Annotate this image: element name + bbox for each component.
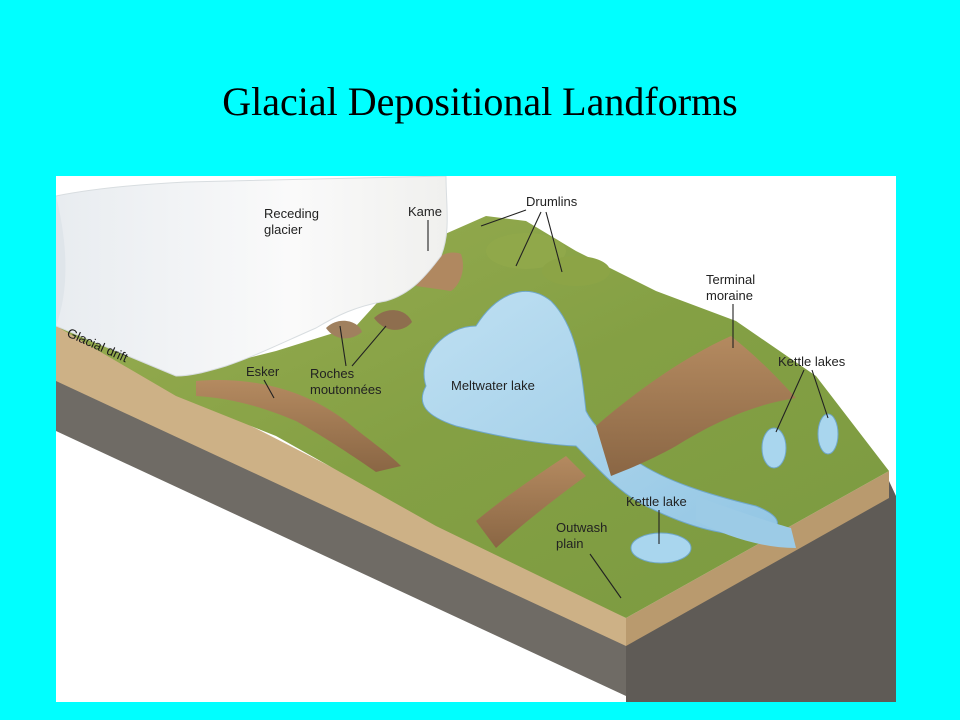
drumlin-a xyxy=(486,233,566,269)
landform-diagram: Receding glacier Kame Drumlins Terminal … xyxy=(56,176,896,702)
leader-esker xyxy=(263,379,275,399)
kettle-lake-right xyxy=(817,413,839,455)
label-terminal-moraine-1: Terminal xyxy=(706,272,755,287)
bedrock-front-left xyxy=(56,371,626,696)
label-outwash-plain-2: plain xyxy=(556,536,583,551)
terminal-moraine-right xyxy=(596,336,796,476)
label-drumlins: Drumlins xyxy=(526,194,578,209)
leader-kettle-lakes-a xyxy=(775,369,805,433)
drift-layer-right xyxy=(626,471,889,646)
leader-kettle-lakes-b xyxy=(811,369,829,419)
label-kame: Kame xyxy=(408,204,442,219)
label-kettle-lake: Kettle lake xyxy=(626,494,687,509)
label-esker: Esker xyxy=(246,364,280,379)
leader-drumlins-a xyxy=(480,209,527,227)
terminal-moraine-left xyxy=(476,456,586,548)
kame-mound xyxy=(416,252,463,291)
kettle-lake-single xyxy=(630,532,692,564)
receding-glacier xyxy=(56,176,448,377)
bedrock-front-right xyxy=(626,481,896,702)
leader-roches-a xyxy=(339,325,347,367)
slide-title: Glacial Depositional Landforms xyxy=(222,79,738,124)
label-receding-glacier-1: Receding xyxy=(264,206,319,221)
roche-moutonnee-2 xyxy=(374,310,412,330)
label-kettle-lakes: Kettle lakes xyxy=(778,354,846,369)
drumlin-b xyxy=(542,256,610,286)
roche-moutonnee-3 xyxy=(326,320,362,339)
esker-ridge xyxy=(196,380,401,472)
kettle-lake-left xyxy=(761,427,787,469)
drift-layer-left xyxy=(56,326,626,646)
label-outwash-plain-1: Outwash xyxy=(556,520,607,535)
label-terminal-moraine-2: moraine xyxy=(706,288,753,303)
label-roches-moutonnees-1: Roches xyxy=(310,366,355,381)
meltwater-lake xyxy=(421,291,778,536)
leader-outwash-plain xyxy=(589,553,622,599)
leader-drumlins-b xyxy=(515,211,542,267)
label-meltwater-lake: Meltwater lake xyxy=(451,378,535,393)
label-receding-glacier-2: glacier xyxy=(264,222,303,237)
label-roches-moutonnees-2: moutonnées xyxy=(310,382,382,397)
leader-drumlins-c xyxy=(545,211,563,273)
diagram-panel: Receding glacier Kame Drumlins Terminal … xyxy=(56,176,896,702)
glacier-front-edge xyxy=(56,196,66,326)
leader-roches-b xyxy=(351,325,387,367)
meltwater-channel xyxy=(696,496,796,548)
